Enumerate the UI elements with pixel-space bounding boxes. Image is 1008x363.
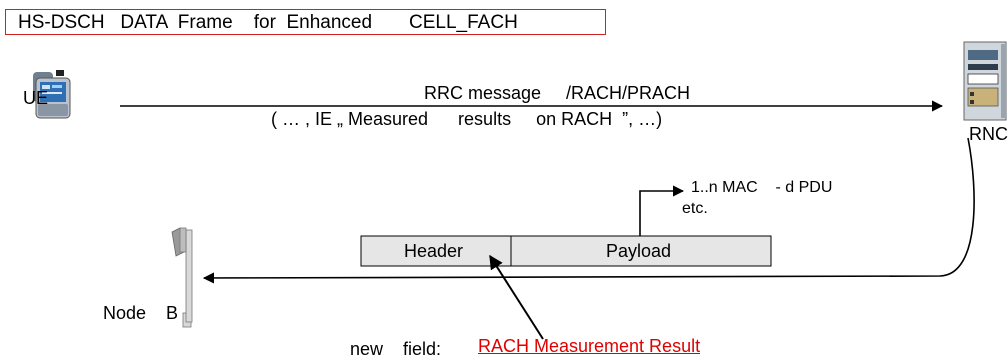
- payload-box: [510, 235, 772, 267]
- downlink-frame-arrow: [202, 137, 975, 284]
- rrc-ie-label: ( … , IE „ Measured results on RACH ”, ……: [271, 109, 663, 129]
- title-box: HS-DSCH DATA Frame for Enhanced CELL_FAC…: [5, 9, 606, 35]
- pdu-label: 1..n MAC - d PDU: [691, 179, 833, 196]
- header-box: [360, 235, 512, 267]
- pdu-etc-label: etc.: [682, 200, 708, 217]
- nodeb-label: Node B: [103, 303, 179, 323]
- nodeb-antenna-icon: [171, 227, 193, 328]
- new-field-value: RACH Measurement Result: [478, 336, 701, 356]
- payload-label: Payload: [606, 241, 672, 261]
- diagram-title: HS-DSCH DATA Frame for Enhanced CELL_FAC…: [18, 12, 518, 33]
- new-field-pointer-arrow: [489, 254, 544, 340]
- pdu-pointer-arrow: [639, 185, 685, 236]
- rnc-rack-icon: [963, 41, 1007, 121]
- ue-label: UE: [23, 88, 49, 108]
- header-label: Header: [404, 241, 464, 261]
- ue-handset-icon: [33, 70, 71, 119]
- new-field-prefix: new field:: [350, 339, 442, 359]
- rrc-message-label: RRC message /RACH/PRACH: [424, 83, 691, 103]
- rnc-label: RNC: [969, 124, 1008, 144]
